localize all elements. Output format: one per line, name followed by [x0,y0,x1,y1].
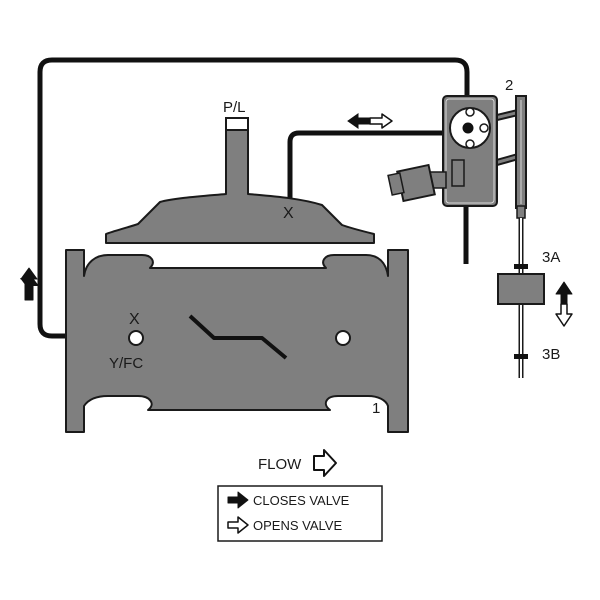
inlet-port-sublabel: Y/FC [109,355,143,372]
vertical-arrow-up-filled [555,281,573,305]
double-arrow-right-hollow [369,113,393,129]
double-arrow-vertical-icon [555,281,573,327]
component-3a-label: 3A [542,249,560,266]
flow-label: FLOW [258,456,302,473]
valve-seat-line [188,314,288,360]
pilot-side-cap [387,172,405,196]
float-assembly [497,205,545,378]
legend-box [217,485,383,542]
legend-closes-text: CLOSES VALVE [253,493,350,508]
component-3b-label: 3B [542,346,560,363]
legend-opens-text: OPENS VALVE [253,518,342,533]
component-1-label: 1 [372,400,380,417]
pilot-bottom-block [451,159,465,187]
valve-bonnet [105,121,375,244]
float-rod-connector [516,205,526,219]
inlet-port [128,330,144,346]
flow-arrow-icon [313,449,337,477]
vertical-arrow-down-hollow [555,303,573,327]
closes-arrow-icon [227,491,249,509]
main-valve [65,117,409,433]
cover-port-label: X [283,205,294,222]
double-arrow-horizontal-icon [347,113,393,129]
inlet-port-label: X [129,311,140,328]
opens-arrow-icon [227,516,249,534]
pilot-port-top [465,107,475,117]
component-2-label: 2 [505,77,513,94]
cover-to-pilot-tube [287,130,450,208]
pilot-port-bottom [465,139,475,149]
legend: CLOSES VALVE OPENS VALVE [217,485,383,542]
inlet-to-pilot-tube [37,57,470,339]
pilot-port-cap [225,117,249,131]
pilot-port-label: P/L [223,99,246,116]
double-arrow-left-filled [347,113,371,129]
valve-body [65,249,409,433]
pilot-port-right [479,123,489,133]
pilot-hub [462,122,474,134]
filled-arrow-up-icon [20,267,39,301]
float-body [497,273,545,305]
pilot-valve [387,95,527,209]
outlet-port [335,330,351,346]
stop-collar-3a [514,264,528,269]
pilot-side-block [396,163,436,203]
pilot-housing-bevel [445,98,495,204]
stop-collar-3b [514,354,528,359]
